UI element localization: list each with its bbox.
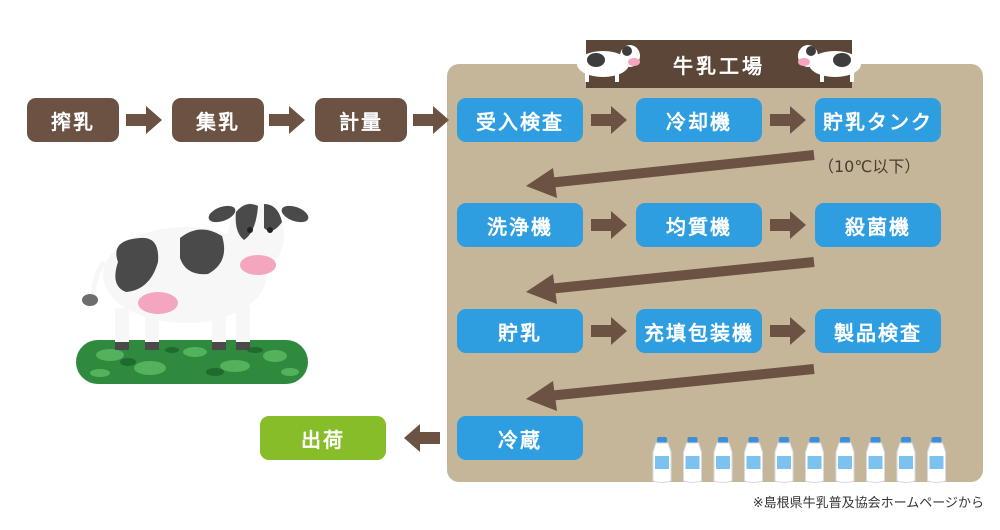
arrow-right-icon bbox=[591, 211, 627, 239]
arrow-diagonal-line bbox=[547, 364, 815, 401]
step-collection: 集乳 bbox=[172, 98, 264, 142]
milk-bottle-icon bbox=[652, 437, 672, 483]
arrow-right-icon bbox=[413, 106, 449, 134]
step-product-inspection: 製品検査 bbox=[815, 309, 941, 353]
sign-cow-right-icon bbox=[798, 45, 861, 82]
arrow-right-icon bbox=[269, 106, 305, 134]
step-milk-storage: 貯乳 bbox=[457, 309, 583, 353]
step-storage-tank: 貯乳タンク bbox=[815, 98, 941, 142]
step-washer: 洗浄機 bbox=[457, 203, 583, 247]
tank-temperature-note: （10℃以下） bbox=[818, 157, 921, 176]
milk-bottle-icon bbox=[896, 437, 916, 483]
step-weighing: 計量 bbox=[315, 98, 407, 142]
step-shipping: 出荷 bbox=[260, 416, 386, 460]
step-refrigeration: 冷蔵 bbox=[457, 416, 583, 460]
milk-bottle-icon bbox=[927, 437, 946, 483]
source-note: ※島根県牛乳普及協会ホームページから bbox=[752, 496, 984, 511]
arrow-left-icon bbox=[526, 168, 557, 198]
step-homogenizer: 均質機 bbox=[636, 203, 762, 247]
milk-bottle-icon bbox=[744, 437, 763, 483]
step-milking: 搾乳 bbox=[27, 98, 119, 142]
step-filling-packaging: 充填包装機 bbox=[636, 309, 762, 353]
arrow-right-icon bbox=[770, 106, 806, 134]
arrow-right-icon bbox=[126, 106, 162, 134]
arrow-right-icon bbox=[591, 317, 627, 345]
arrow-diagonal-line bbox=[547, 257, 815, 294]
arrow-left-icon bbox=[526, 274, 557, 304]
step-sterilizer: 殺菌機 bbox=[815, 203, 941, 247]
arrow-right-icon bbox=[591, 106, 627, 134]
arrow-left-icon bbox=[526, 381, 557, 411]
step-cooler: 冷却機 bbox=[636, 98, 762, 142]
milk-bottle-icon bbox=[835, 437, 855, 483]
arrow-left-icon bbox=[404, 424, 440, 452]
milk-bottle-icon bbox=[683, 437, 702, 483]
arrow-right-icon bbox=[770, 317, 806, 345]
arrow-diagonal-line bbox=[547, 150, 815, 188]
milk-bottle-icon bbox=[774, 437, 794, 483]
sign-cow-left-icon bbox=[577, 45, 640, 82]
milk-bottle-icon bbox=[866, 437, 885, 483]
milk-bottle-icon bbox=[713, 437, 733, 483]
arrow-right-icon bbox=[770, 211, 806, 239]
step-receiving-inspection: 受入検査 bbox=[457, 98, 583, 142]
milk-bottle-icon bbox=[805, 437, 824, 483]
